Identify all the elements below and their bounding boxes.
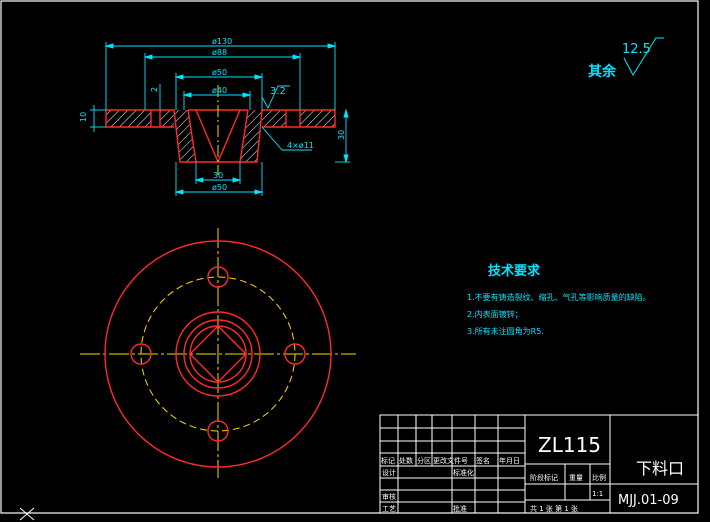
dimension-texts: ø130 ø88 ø50 ø40 10 2 30 30 ø50 4×ø11 3.… [79,37,346,192]
hatch-right-inner [262,110,286,127]
dim-d130: ø130 [212,37,232,46]
tb-sheets: 共 1 张 第 1 张 [530,504,578,513]
section-outline [105,109,336,163]
tb-scale: 1:1 [592,490,603,498]
tb-header-5: 年月日 [499,456,520,465]
dim-d50-top: ø50 [212,68,227,77]
hatch-left-inner [160,110,174,127]
ucs-icon [19,507,35,521]
tb-standardize: 标准化 [453,468,474,477]
tb-part-code: ZL115 [538,433,601,457]
tb-process: 工艺 [382,505,396,513]
dimension-lines [90,42,350,196]
hatch-left-wall [174,110,196,162]
surface-value: 12.5 [622,42,651,57]
dim-d88: ø88 [212,48,227,57]
tb-drawing-no: MJJ.01-09 [618,493,679,508]
tb-weight: 重量 [569,474,583,482]
hatch-left-flange [106,110,151,127]
drawing-frame [0,0,699,514]
tb-header-3: 更改文件号 [433,456,468,465]
section-view [105,85,336,175]
title-block-lines [379,414,699,514]
tb-header-1: 处数 [399,456,413,465]
dim-d40: ø40 [212,86,227,95]
tech-item-1: 1.不要有铸造裂纹、缩孔、气孔等影响质量的缺陷。 [467,293,651,302]
tb-design: 设计 [382,468,396,477]
plan-centerlines [80,228,356,478]
dim-holes: 4×ø11 [287,141,314,150]
tb-part-name: 下料口 [636,459,684,478]
tb-header-0: 标记 [381,456,395,465]
surface-roughness-note: 其余 12.5 [588,37,664,80]
tb-ratio: 比例 [592,473,606,482]
tb-header-4: 签名 [476,456,490,465]
surface-label: 其余 [588,63,617,80]
dim-h2: 2 [150,87,159,92]
tb-approve: 批准 [453,504,467,513]
surface-symbol-icon [623,37,664,77]
tb-stage-mark: 阶段标记 [530,473,558,482]
title-block-texts: 标记 处数 分区 更改文件号 签名 年月日 设计 标准化 审核 工艺 批准 阶段… [381,456,606,513]
plan-outline [104,240,332,468]
tech-item-3: 3.所有未注圆角为R5. [467,327,544,336]
hatch-right-wall [240,110,262,162]
hatch-right-flange [300,110,335,127]
dim-h30-right: 30 [337,130,346,140]
tb-header-2: 分区 [417,456,431,465]
dim-h10: 10 [79,112,88,122]
tb-review: 审核 [382,492,396,501]
dim-surface-local: 3.2 [270,86,286,97]
tech-title: 技术要求 [488,264,541,279]
tech-item-2: 2.内表面镀锌； [467,310,523,319]
plan-view [80,228,356,478]
dim-w30: 30 [213,171,223,180]
dim-d50-bottom: ø50 [212,183,227,192]
